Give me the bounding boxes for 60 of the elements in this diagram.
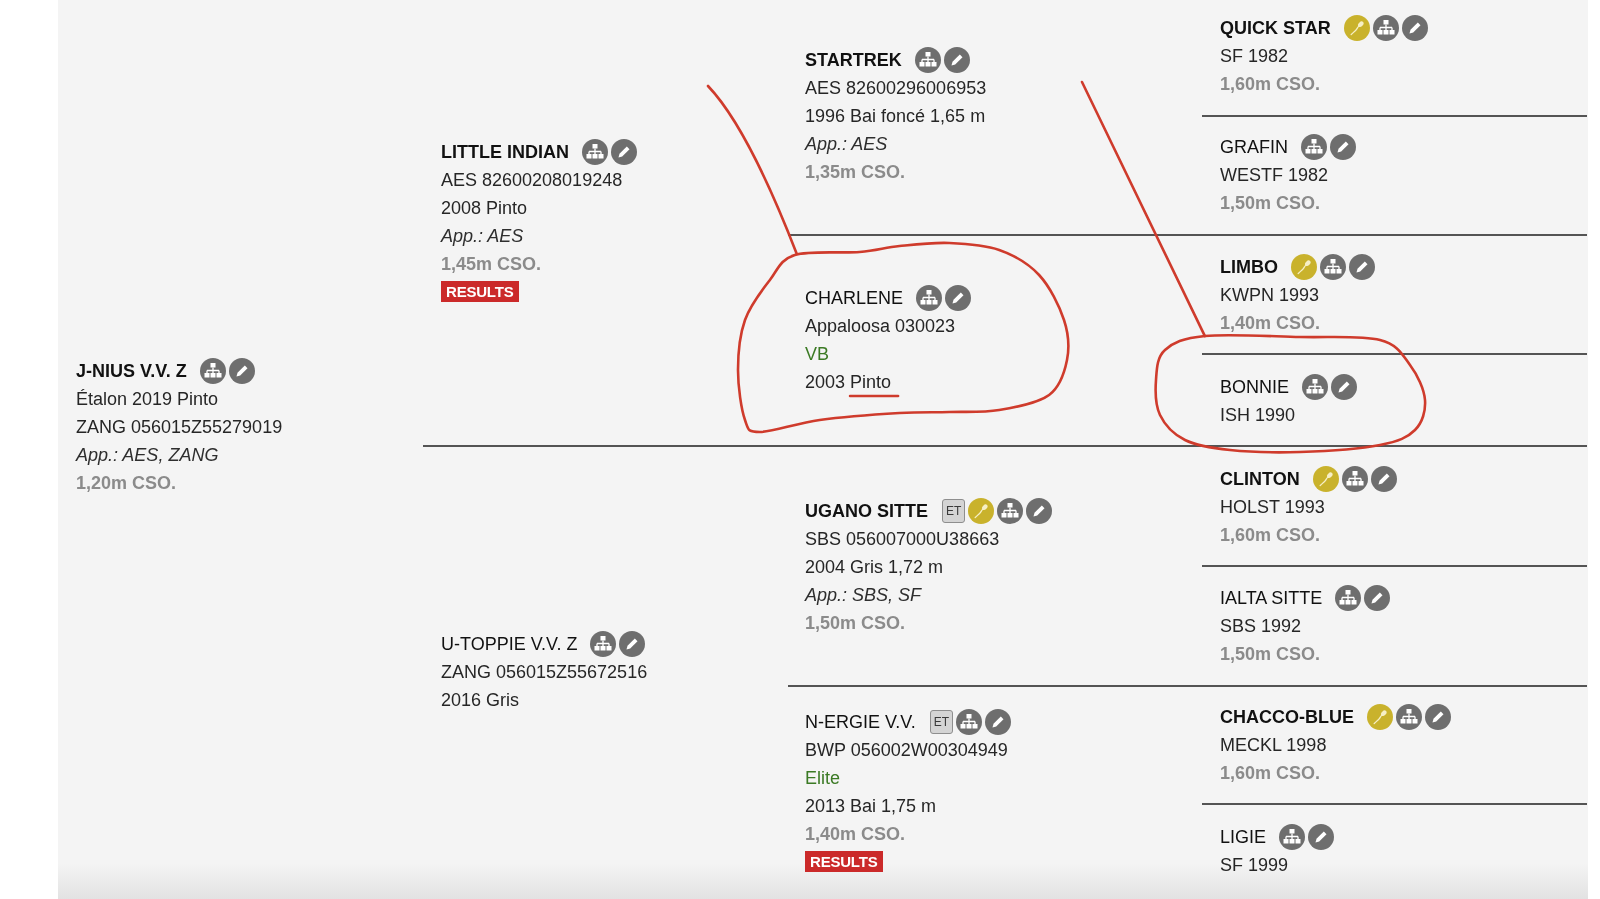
detail-text: ZANG 056015Z55672516	[441, 661, 648, 683]
performance-text: 1,20m CSO.	[76, 472, 177, 494]
approval-text: App.: AES	[805, 133, 888, 155]
detail-text: SBS 1992	[1220, 615, 1302, 637]
horse-name: STARTREK	[805, 49, 902, 71]
detail-text: 1996 Bai foncé 1,65 m	[805, 105, 986, 127]
horse-name: CLINTON	[1220, 468, 1300, 490]
performance-text: 1,50m CSO.	[1220, 643, 1321, 665]
horse-name: LITTLE INDIAN	[441, 141, 569, 163]
detail-text: 2004 Gris 1,72 m	[805, 556, 944, 578]
horse-name: BONNIE	[1220, 376, 1289, 398]
annotation-line	[1080, 80, 1207, 338]
status-text: VB	[805, 343, 829, 365]
status-text: Elite	[805, 767, 840, 789]
horse-name: QUICK STAR	[1220, 17, 1331, 39]
horse-name: J-NIUS V.V. Z	[76, 360, 187, 382]
detail-text: SF 1999	[1220, 854, 1289, 876]
detail-text: KWPN 1993	[1220, 284, 1320, 306]
performance-text: 1,50m CSO.	[805, 612, 906, 634]
et-badge: ET	[929, 710, 954, 734]
approval-text: App.: AES, ZANG	[76, 444, 219, 466]
detail-text: 2013 Bai 1,75 m	[805, 795, 937, 817]
performance-text: 1,45m CSO.	[441, 253, 542, 275]
detail-text: ZANG 056015Z55279019	[76, 416, 283, 438]
performance-text: 1,60m CSO.	[1220, 73, 1321, 95]
performance-text: 1,35m CSO.	[805, 161, 906, 183]
detail-text: AES 82600296006953	[805, 77, 987, 99]
horse-name: LIGIE	[1220, 826, 1267, 848]
performance-text: 1,60m CSO.	[1220, 524, 1321, 546]
detail-text: ISH 1990	[1220, 404, 1296, 426]
detail-text: WESTF 1982	[1220, 164, 1329, 186]
horse-name: IALTA SITTE	[1220, 587, 1323, 609]
detail-text: Appaloosa 030023	[805, 315, 956, 337]
detail-text: BWP 056002W00304949	[805, 739, 1008, 761]
detail-text: SF 1982	[1220, 45, 1289, 67]
detail-text: 2008 Pinto	[441, 197, 528, 219]
detail-text: Étalon 2019 Pinto	[76, 388, 219, 410]
horse-name: GRAFIN	[1220, 136, 1288, 158]
detail-text: AES 82600208019248	[441, 169, 623, 191]
results-button: RESULTS	[441, 281, 519, 302]
horse-name: UGANO SITTE	[805, 500, 928, 522]
approval-text: App.: SBS, SF	[805, 584, 922, 606]
detail-text: MECKL 1998	[1220, 734, 1327, 756]
detail-text: SBS 056007000U38663	[805, 528, 1000, 550]
et-badge: ET	[942, 499, 966, 523]
detail-text: 2016 Gris	[441, 689, 520, 711]
detail-text: 2003 Pinto	[805, 371, 892, 393]
detail-text: HOLST 1993	[1220, 496, 1325, 518]
results-button: RESULTS	[805, 851, 883, 872]
performance-text: 1,40m CSO.	[805, 823, 906, 845]
annotation-line	[706, 84, 798, 255]
performance-text: 1,50m CSO.	[1220, 192, 1321, 214]
horse-name: U-TOPPIE V.V. Z	[441, 633, 578, 655]
performance-text: 1,40m CSO.	[1220, 312, 1321, 334]
horse-name: LIMBO	[1220, 256, 1278, 278]
approval-text: App.: AES	[441, 225, 524, 247]
performance-text: 1,60m CSO.	[1220, 762, 1321, 784]
horse-name: N-ERGIE V.V.	[805, 711, 916, 733]
horse-name: CHACCO-BLUE	[1220, 706, 1354, 728]
horse-name: CHARLENE	[805, 287, 904, 309]
